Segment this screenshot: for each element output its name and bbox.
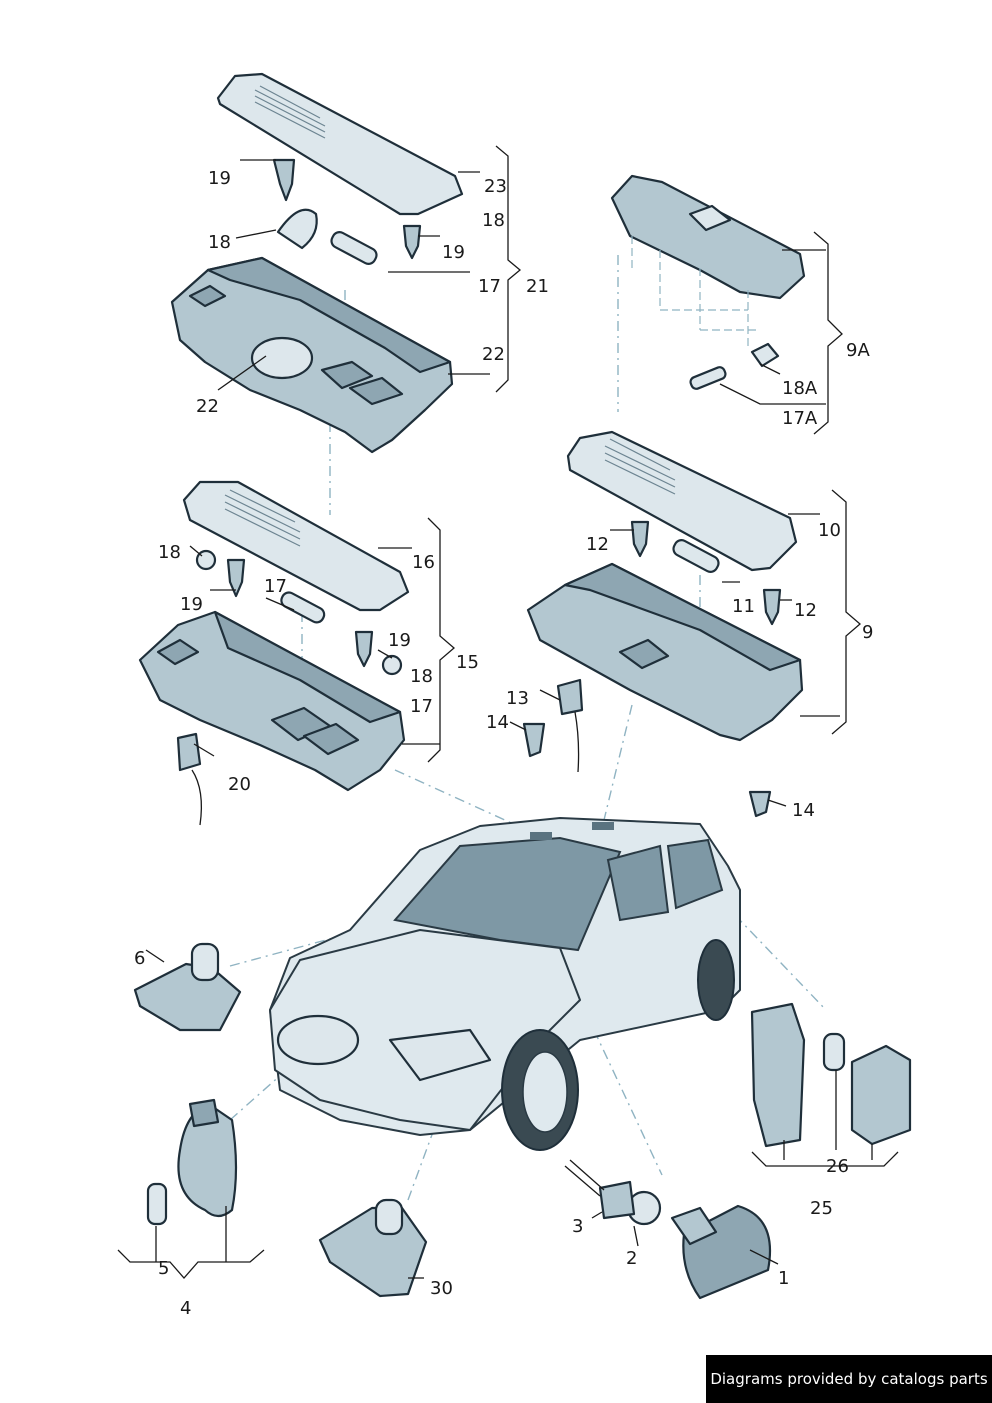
overhead-console-15 <box>138 480 410 826</box>
label-15: 15 <box>456 652 479 673</box>
label-18: 18 <box>158 542 181 563</box>
lamp-6 <box>133 942 242 1032</box>
label-2: 2 <box>626 1248 637 1269</box>
label-1: 1 <box>778 1268 789 1289</box>
label-4: 4 <box>180 1298 191 1319</box>
label-18: 18 <box>410 666 433 687</box>
label-30: 30 <box>430 1278 453 1299</box>
label-21: 21 <box>526 276 549 297</box>
label-6: 6 <box>134 948 145 969</box>
interior-lamp-4 <box>146 1098 238 1226</box>
lamp-30 <box>318 1198 428 1298</box>
label-18: 18 <box>208 232 231 253</box>
label-23: 23 <box>484 176 507 197</box>
label-19: 19 <box>180 594 203 615</box>
label-26: 26 <box>826 1156 849 1177</box>
label-22: 22 <box>196 396 219 417</box>
overhead-console-9 <box>522 430 804 818</box>
label-20: 20 <box>228 774 251 795</box>
label-19: 19 <box>388 630 411 651</box>
label-12: 12 <box>794 600 817 621</box>
label-17: 17 <box>264 576 287 597</box>
footer-credit: Diagrams provided by catalogs parts <box>706 1355 992 1403</box>
label-13: 13 <box>506 688 529 709</box>
label-3: 3 <box>572 1216 583 1237</box>
label-5: 5 <box>158 1258 169 1279</box>
label-14: 14 <box>486 712 509 733</box>
label-19: 19 <box>442 242 465 263</box>
overhead-console-21 <box>170 72 464 454</box>
label-19: 19 <box>208 168 231 189</box>
leader-lines <box>117 145 899 1279</box>
label-10: 10 <box>818 520 841 541</box>
label-17A: 17A <box>782 408 818 429</box>
label-18: 18 <box>482 210 505 231</box>
label-17: 17 <box>478 276 501 297</box>
label-25: 25 <box>810 1198 833 1219</box>
label-9A: 9A <box>846 340 870 361</box>
label-14: 14 <box>792 800 815 821</box>
side-marker-1-2-3 <box>564 1159 772 1300</box>
callout-labels: 19 23 18 18 19 17 21 22 22 9A 18A 17A 18… <box>134 168 873 1319</box>
car-illustration <box>269 817 741 1151</box>
rear-lamp-26 <box>750 1002 912 1148</box>
overhead-console-9A <box>610 174 806 390</box>
label-9: 9 <box>862 622 873 643</box>
label-11: 11 <box>732 596 755 617</box>
label-12: 12 <box>586 534 609 555</box>
label-16: 16 <box>412 552 435 573</box>
label-17: 17 <box>410 696 433 717</box>
label-18A: 18A <box>782 378 818 399</box>
label-22: 22 <box>482 344 505 365</box>
